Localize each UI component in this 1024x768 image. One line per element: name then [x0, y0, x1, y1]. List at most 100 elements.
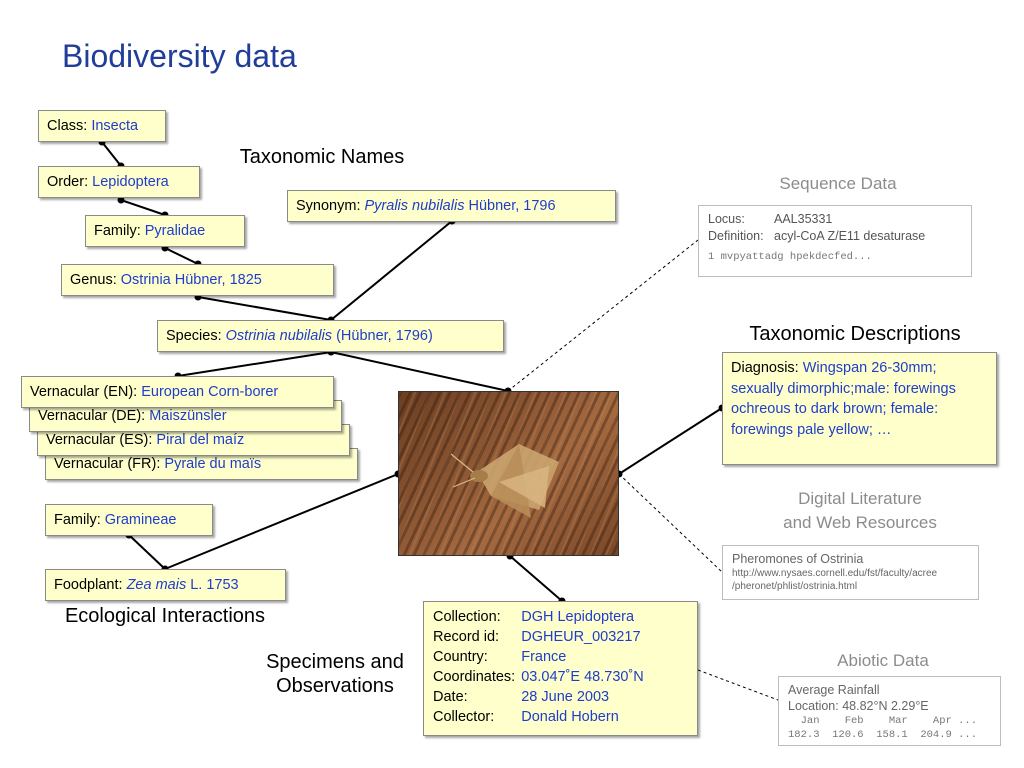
genus-value: Ostrinia Hübner, 1825	[120, 272, 262, 288]
foodplant-value-italic: Zea mais	[126, 577, 187, 593]
literature-box[interactable]: Pheromones of Ostrinia http://www.nysaes…	[722, 545, 979, 600]
heading-specimens-observations: Specimens and Observations	[240, 650, 430, 698]
connector-family-genus	[164, 247, 199, 265]
heading-sequence-data: Sequence Data	[779, 174, 897, 193]
diagnosis-box[interactable]: Diagnosis: Wingspan 26-30mm; sexually di…	[722, 352, 997, 465]
abiotic-months: Jan Feb Mar Apr ...	[788, 715, 978, 727]
connector-order-family	[120, 199, 166, 216]
literature-url-line2[interactable]: /pheronet/phlist/ostrinia.html	[732, 581, 858, 592]
class-label: Class:	[47, 118, 88, 134]
synonym-value-italic: Pyralis nubilalis	[364, 198, 465, 214]
collector-row: Collector: Donald Hobern	[433, 707, 644, 727]
heading-taxonomic-descriptions: Taxonomic Descriptions	[749, 323, 961, 345]
sequence-box[interactable]: Locus: AAL35331 Definition: acyl-CoA Z/E11…	[698, 205, 972, 277]
collector-key: Collector:	[433, 709, 495, 725]
abiotic-location: Location: 48.82°N 2.29°E	[788, 699, 929, 713]
date-value: 28 June 2003	[521, 689, 610, 705]
vernacular-es-value: Piral del maíz	[156, 432, 245, 448]
synonym-box[interactable]: Synonym: Pyralis nubilalis Hübner, 1796	[287, 190, 616, 222]
synonym-label: Synonym:	[296, 198, 361, 214]
heading-abiotic-data: Abiotic Data	[837, 651, 929, 670]
genus-box[interactable]: Genus: Ostrinia Hübner, 1825	[61, 264, 334, 296]
species-label: Species:	[166, 328, 222, 344]
collector-value: Donald Hobern	[521, 709, 619, 725]
foodplant-box[interactable]: Foodplant: Zea mais L. 1753	[45, 569, 286, 601]
heading-taxonomic-names: Taxonomic Names	[239, 146, 405, 168]
vernacular-de-label: Vernacular (DE):	[38, 408, 146, 424]
family-box[interactable]: Family: Pyralidae	[85, 215, 245, 247]
collection-table: Collection: DGH Lepidoptera Record id: DGH…	[433, 607, 644, 727]
vernacular-fr-value: Pyrale du maïs	[164, 456, 262, 472]
connector-photo-collection	[509, 555, 563, 602]
vernacular-de-value: Maiszünsler	[149, 408, 227, 424]
foodplant-label: Foodplant:	[54, 577, 123, 593]
gramineae-label: Family:	[54, 512, 101, 528]
definition-label: Definition:	[708, 229, 764, 243]
country-row: Country: France	[433, 647, 644, 667]
sequence-line: 1 mvpyattadg hpekdecfed...	[708, 251, 872, 263]
order-box[interactable]: Order: Lepidoptera	[38, 166, 200, 198]
locus-label: Locus:	[708, 212, 745, 226]
collection-row: Collection: DGH Lepidoptera	[433, 607, 644, 627]
vernacular-fr-label: Vernacular (FR):	[54, 456, 161, 472]
species-value-rest: (Hübner, 1796)	[332, 328, 433, 344]
class-value: Insecta	[91, 118, 139, 134]
vernacular-es-label: Vernacular (ES):	[46, 432, 153, 448]
connector-genus-species	[197, 296, 332, 321]
heading-digital-literature-line1: Digital Literature	[798, 489, 922, 508]
definition-value: acyl-CoA Z/E11 desaturase	[774, 229, 926, 243]
literature-title: Pheromones of Ostrinia	[732, 552, 864, 566]
diagnosis-label: Diagnosis:	[731, 360, 803, 376]
literature-url-line1[interactable]: http://www.nysaes.cornell.edu/fst/facult…	[732, 568, 938, 579]
connector-synonym-species	[330, 220, 453, 321]
record-id-key: Record id:	[433, 629, 500, 645]
connector-foodplant-photo	[164, 473, 399, 570]
country-value: France	[521, 649, 567, 665]
abiotic-box[interactable]: Average Rainfall Location: 48.82°N 2.29°…	[778, 676, 1001, 746]
vernacular-en-label: Vernacular (EN):	[30, 384, 138, 400]
order-label: Order:	[47, 174, 89, 190]
coordinates-value: 03.047˚E 48.730˚N	[521, 669, 644, 685]
coordinates-row: Coordinates: 03.047˚E 48.730˚N	[433, 667, 644, 687]
country-key: Country:	[433, 649, 488, 665]
collection-value: DGH Lepidoptera	[521, 609, 635, 625]
record-id-row: Record id: DGHEUR_003217	[433, 627, 644, 647]
connector-collection-abiotic	[697, 669, 779, 701]
connector-photo-description	[618, 407, 723, 475]
date-row: Date: 28 June 2003	[433, 687, 644, 707]
vernacular-en-value: European Corn-borer	[141, 384, 279, 400]
collection-key: Collection:	[433, 609, 501, 625]
species-value-italic: Ostrinia nubilalis	[225, 328, 333, 344]
moth-icon	[450, 444, 559, 518]
collection-record-box[interactable]: Collection: DGH Lepidoptera Record id: DGH…	[423, 601, 698, 736]
locus-value: AAL35331	[774, 212, 833, 226]
connector-species-vernacular	[177, 351, 332, 377]
heading-specimens-line2: Observations	[276, 675, 394, 697]
gramineae-box[interactable]: Family: Gramineae	[45, 504, 213, 536]
connector-class-order	[101, 141, 122, 167]
order-value: Lepidoptera	[92, 174, 169, 190]
heading-ecological-interactions: Ecological Interactions	[64, 605, 266, 627]
heading-specimens-line1: Specimens and	[266, 651, 404, 673]
class-box[interactable]: Class: Insecta	[38, 110, 166, 142]
page-title: Biodiversity data	[62, 38, 297, 74]
connector-species-photo	[330, 351, 509, 392]
connector-photo-sequence	[507, 239, 699, 392]
moth-photo[interactable]	[398, 391, 619, 556]
connector-photo-literature	[618, 473, 723, 573]
foodplant-value-rest: L. 1753	[186, 577, 239, 593]
record-id-value: DGHEUR_003217	[521, 629, 641, 645]
date-key: Date:	[433, 689, 468, 705]
abiotic-title: Average Rainfall	[788, 683, 880, 697]
vernacular-en-box[interactable]: Vernacular (EN): European Corn-borer	[21, 376, 334, 408]
synonym-value-rest: Hübner, 1796	[464, 198, 556, 214]
family-value: Pyralidae	[144, 223, 206, 239]
species-box[interactable]: Species: Ostrinia nubilalis (Hübner, 179…	[157, 320, 504, 352]
family-label: Family:	[94, 223, 141, 239]
connector-gramineae-foodplant	[128, 534, 166, 570]
coordinates-key: Coordinates:	[433, 669, 516, 685]
genus-label: Genus:	[70, 272, 117, 288]
gramineae-value: Gramineae	[104, 512, 177, 528]
diagnosis-value: Wingspan 26-30mm; sexually dimorphic;mal…	[731, 360, 956, 438]
heading-digital-literature: Digital Literature and Web Resources	[745, 487, 975, 535]
